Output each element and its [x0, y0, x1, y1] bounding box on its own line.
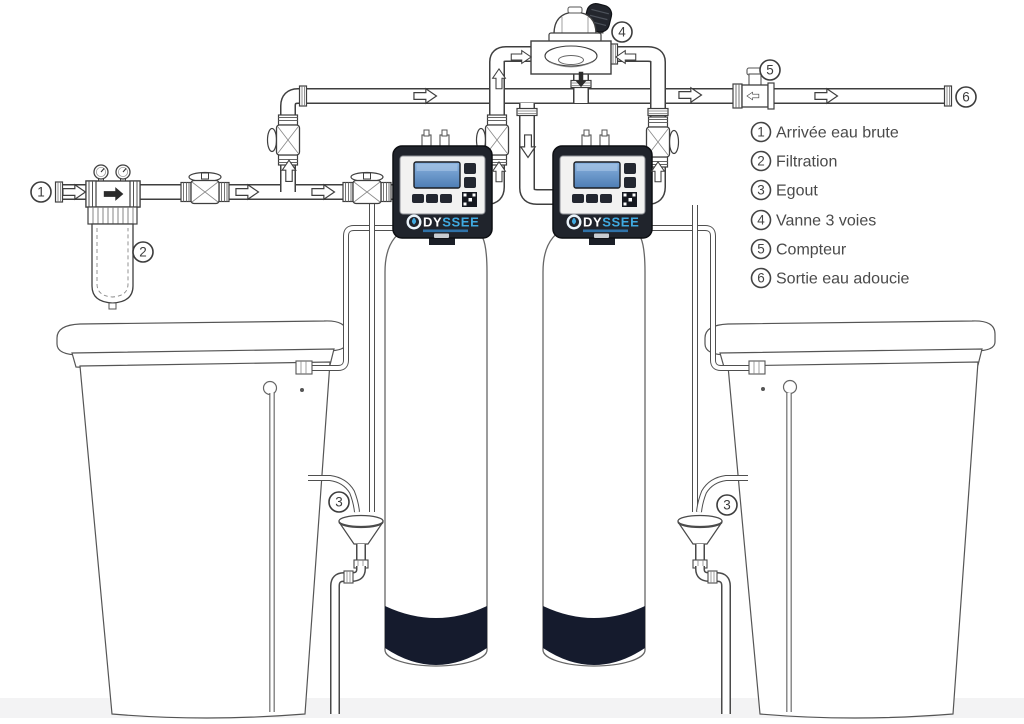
svg-text:Compteur: Compteur — [776, 242, 847, 259]
legend: 1 Arrivée eau brute 2 Filtration 3 Egout… — [750, 121, 910, 289]
svg-text:5: 5 — [766, 63, 774, 78]
legend-item: 1 Arrivée eau brute — [750, 121, 899, 143]
svg-text:6: 6 — [962, 90, 970, 105]
svg-text:1: 1 — [37, 185, 45, 200]
filter-bowl — [91, 223, 134, 304]
svg-text:Vanne 3 voies: Vanne 3 voies — [776, 213, 876, 230]
callout-meter: 5 — [759, 59, 781, 81]
svg-text:1: 1 — [757, 125, 765, 140]
legend-item: 3 Egout — [750, 179, 818, 201]
drain-funnel-right — [678, 516, 726, 715]
svg-text:Sortie eau adoucie: Sortie eau adoucie — [776, 271, 910, 288]
tubing — [295, 203, 766, 513]
brine-tank-right — [704, 320, 996, 719]
inlet-valve-1 — [180, 171, 230, 205]
brine-tank-left — [56, 320, 348, 719]
filter-assembly — [85, 164, 141, 310]
inlet-valve-2 — [342, 171, 392, 205]
callout-outlet: 6 — [955, 86, 977, 108]
tank-base — [385, 606, 487, 665]
callout-drain-left: 3 — [328, 491, 350, 513]
svg-text:Arrivée eau brute: Arrivée eau brute — [776, 125, 899, 142]
water-meter — [732, 67, 775, 110]
legend-item: 5 Compteur — [750, 238, 847, 260]
svg-text:3: 3 — [335, 495, 343, 510]
svg-text:4: 4 — [757, 213, 765, 228]
callout-inlet: 1 — [30, 181, 52, 203]
bypass-valve — [266, 114, 301, 166]
drain-funnel-left — [335, 516, 383, 715]
svg-text:6: 6 — [757, 271, 765, 286]
control-valve-head-2 — [551, 128, 654, 247]
svg-text:3: 3 — [757, 183, 765, 198]
legend-item: 4 Vanne 3 voies — [750, 209, 876, 231]
tank-base — [543, 606, 645, 665]
svg-text:2: 2 — [757, 154, 765, 169]
svg-text:Filtration: Filtration — [776, 154, 837, 171]
control-valve-head-1 — [391, 128, 494, 247]
legend-item: 2 Filtration — [750, 150, 837, 172]
callout-three-way-valve: 4 — [611, 21, 633, 43]
legend-item: 6 Sortie eau adoucie — [750, 267, 910, 289]
callout-filtration: 2 — [132, 241, 154, 263]
svg-text:5: 5 — [757, 242, 765, 257]
svg-text:3: 3 — [723, 498, 731, 513]
svg-text:Egout: Egout — [776, 183, 818, 200]
svg-text:4: 4 — [618, 25, 626, 40]
resin-tank-2 — [542, 225, 646, 667]
resin-tank-1 — [384, 225, 488, 667]
three-way-valve — [530, 3, 613, 75]
svg-text:2: 2 — [139, 245, 147, 260]
callouts: 1 2 3 3 4 5 6 — [30, 21, 977, 516]
callout-drain-right: 3 — [716, 494, 738, 516]
